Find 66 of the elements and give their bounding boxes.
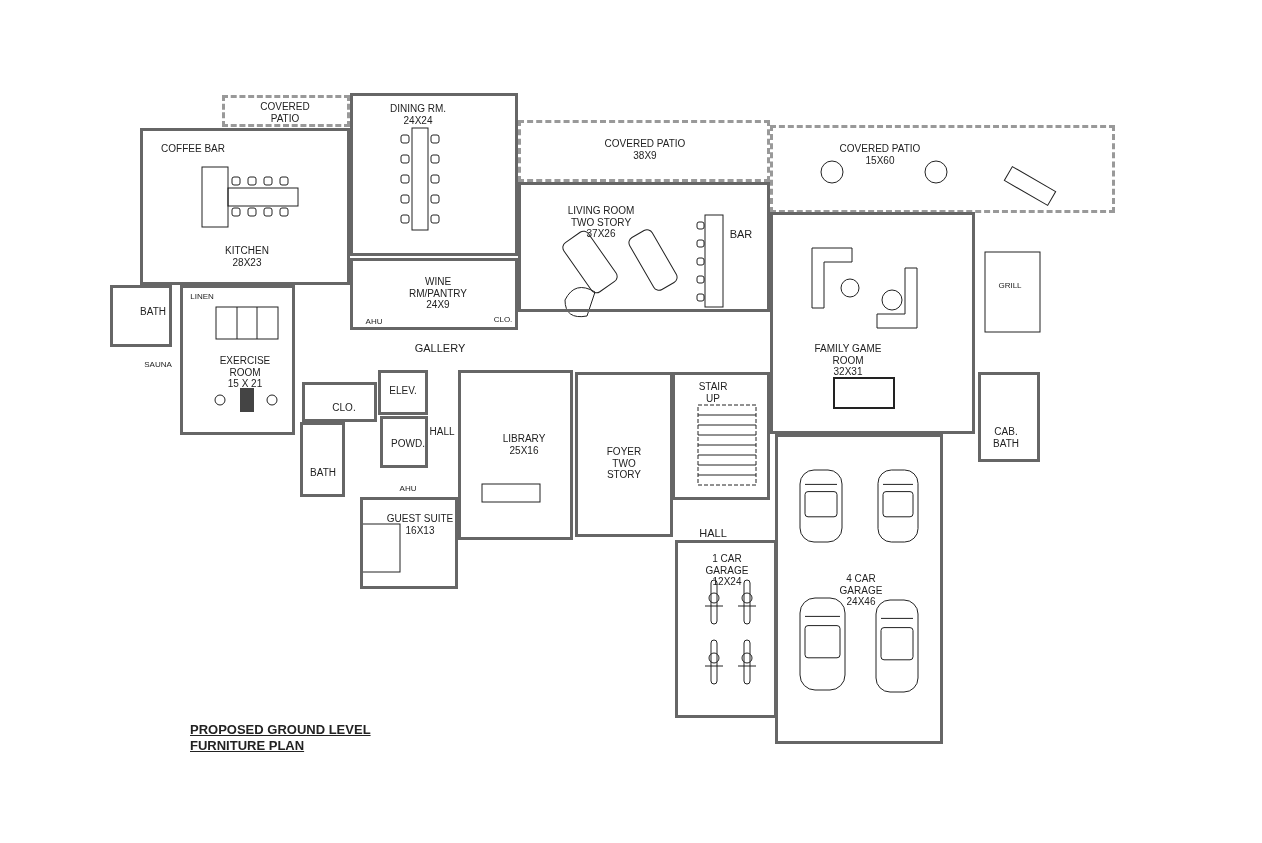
room-name: POWD. <box>391 438 425 450</box>
room-outline <box>775 434 943 744</box>
covered-patio-outline <box>518 120 770 182</box>
plan-label: BAR <box>729 228 753 240</box>
room-name: LIBRARY <box>502 433 546 445</box>
room-dimensions: 16X13 <box>405 524 435 536</box>
plan-label: AHU <box>365 318 383 326</box>
room-dimensions: 37X26 <box>586 228 616 240</box>
room-outline <box>458 370 573 540</box>
plan-label: HALL <box>699 527 727 539</box>
room-outline <box>672 372 770 500</box>
room-dimensions: 32X31 <box>833 366 863 378</box>
plan-label: LINEN <box>190 293 214 301</box>
room-outline <box>140 128 350 285</box>
room-name: BATH <box>140 306 166 318</box>
room-name: FOYER TWO STORY <box>605 446 643 481</box>
room-outline <box>518 182 770 312</box>
room-dimensions: 38X9 <box>633 149 657 161</box>
room-name: ELEV. <box>389 385 417 397</box>
room-name: CAB. BATH <box>992 426 1020 449</box>
room-outline <box>770 212 975 434</box>
room-name: COVERED PATIO <box>839 143 921 155</box>
covered-patio-outline <box>770 125 1115 213</box>
room-outline <box>350 93 518 256</box>
room-name: COVERED PATIO <box>259 101 311 124</box>
room-dimensions: 24X9 <box>426 299 450 311</box>
room-name: 1 CAR GARAGE <box>704 553 750 576</box>
plan-label: CLO. <box>493 316 513 324</box>
room-outline <box>302 382 377 422</box>
room-dimensions: 15 X 21 <box>227 378 263 390</box>
room-outline <box>350 258 518 330</box>
room-outline <box>675 540 777 718</box>
room-name: 4 CAR GARAGE <box>838 573 884 596</box>
room-name: BATH <box>310 467 336 479</box>
room-outline <box>110 285 172 347</box>
room-name: KITCHEN <box>225 245 269 257</box>
plan-label: GRILL <box>998 282 1022 290</box>
room-name: LIVING ROOM TWO STORY <box>566 205 636 228</box>
plan-label: GALLERY <box>414 342 466 354</box>
plan-label: COFFEE BAR <box>161 144 225 154</box>
room-dimensions: 24X24 <box>403 114 433 126</box>
room-dimensions: 15X60 <box>865 154 895 166</box>
plan-title: PROPOSED GROUND LEVEL FURNITURE PLAN <box>190 722 372 754</box>
room-name: EXERCISE ROOM <box>218 355 272 378</box>
room-outline <box>180 285 295 435</box>
room-name: FAMILY GAME ROOM <box>813 343 883 366</box>
room-outline <box>380 416 428 468</box>
room-dimensions: 28X23 <box>232 256 262 268</box>
room-outline <box>300 422 345 497</box>
room-name: COVERED PATIO <box>604 138 686 150</box>
room-outline <box>978 372 1040 462</box>
room-name: DINING RM. <box>389 103 447 115</box>
room-outline <box>575 372 673 537</box>
room-outline <box>378 370 428 415</box>
room-name: STAIR UP <box>697 381 729 404</box>
room-dimensions: 12X24 <box>712 576 742 588</box>
room-name: CLO. <box>332 402 356 414</box>
plan-label: AHU <box>399 485 417 493</box>
room-outline <box>360 497 458 589</box>
room-dimensions: 25X16 <box>509 444 539 456</box>
room-name: WINE RM/PANTRY <box>408 276 468 299</box>
plan-label: HALL <box>429 427 455 437</box>
covered-patio-outline <box>222 95 350 127</box>
plan-label: SAUNA <box>144 361 172 369</box>
room-name: GUEST SUITE <box>386 513 454 525</box>
room-dimensions: 24X46 <box>846 596 876 608</box>
